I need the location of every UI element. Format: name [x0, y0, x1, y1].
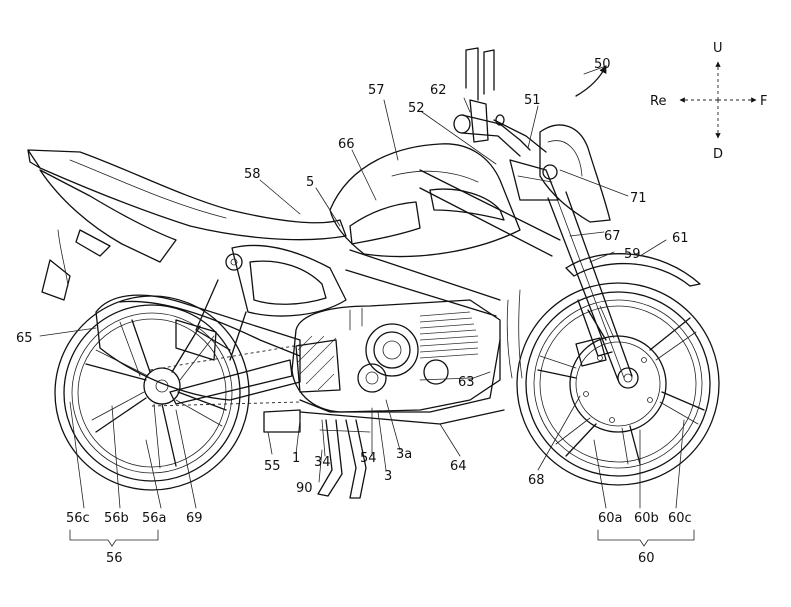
label-69: 69 [186, 511, 203, 526]
reference-labels: 50 62 51 57 52 66 58 5 71 67 61 59 65 63… [16, 57, 692, 566]
label-60: 60 [638, 551, 655, 566]
label-64: 64 [450, 459, 467, 474]
label-60c: 60c [668, 511, 692, 526]
direction-rear-label: Re [650, 94, 666, 109]
label-58: 58 [244, 167, 261, 182]
label-34: 34 [314, 455, 331, 470]
label-63: 63 [458, 375, 475, 390]
label-60b: 60b [634, 511, 659, 526]
label-56b: 56b [104, 511, 129, 526]
swing-arm [169, 359, 301, 433]
label-3: 3 [384, 469, 392, 484]
direction-front-label: F [760, 94, 767, 109]
label-51: 51 [524, 93, 541, 108]
label-5: 5 [306, 175, 314, 190]
label-50: 50 [594, 57, 611, 72]
label-68: 68 [528, 473, 545, 488]
engine [291, 299, 501, 413]
label-3a: 3a [396, 447, 412, 462]
front-fork [547, 191, 633, 381]
frame [195, 169, 561, 361]
label-90: 90 [296, 481, 313, 496]
label-56c: 56c [66, 511, 90, 526]
label-57: 57 [368, 83, 385, 98]
handlebar-assembly [453, 47, 547, 157]
stand [317, 419, 371, 499]
seat [27, 149, 347, 241]
label-60a: 60a [598, 511, 623, 526]
brace-60 [597, 529, 695, 547]
label-71: 71 [630, 191, 647, 206]
label-52: 52 [408, 101, 425, 116]
direction-up-label: U [713, 41, 723, 56]
fuel-tank [329, 143, 521, 258]
headlight-cowl [509, 124, 611, 223]
direction-down-label: D [713, 147, 723, 162]
tail-cowl [39, 169, 177, 301]
label-1: 1 [292, 451, 300, 466]
leader-lines [39, 65, 685, 509]
label-67: 67 [604, 229, 621, 244]
label-61: 61 [672, 231, 689, 246]
side-cover [225, 244, 347, 317]
front-wheel [516, 282, 720, 486]
label-66: 66 [338, 137, 355, 152]
label-56a: 56a [142, 511, 167, 526]
label-56: 56 [106, 551, 123, 566]
label-54: 54 [360, 451, 377, 466]
label-59: 59 [624, 247, 641, 262]
label-62: 62 [430, 83, 447, 98]
brace-56 [69, 529, 159, 547]
label-65: 65 [16, 331, 33, 346]
direction-indicator: U D Re F [650, 41, 767, 162]
front-fender [506, 253, 701, 379]
label-55: 55 [264, 459, 281, 474]
